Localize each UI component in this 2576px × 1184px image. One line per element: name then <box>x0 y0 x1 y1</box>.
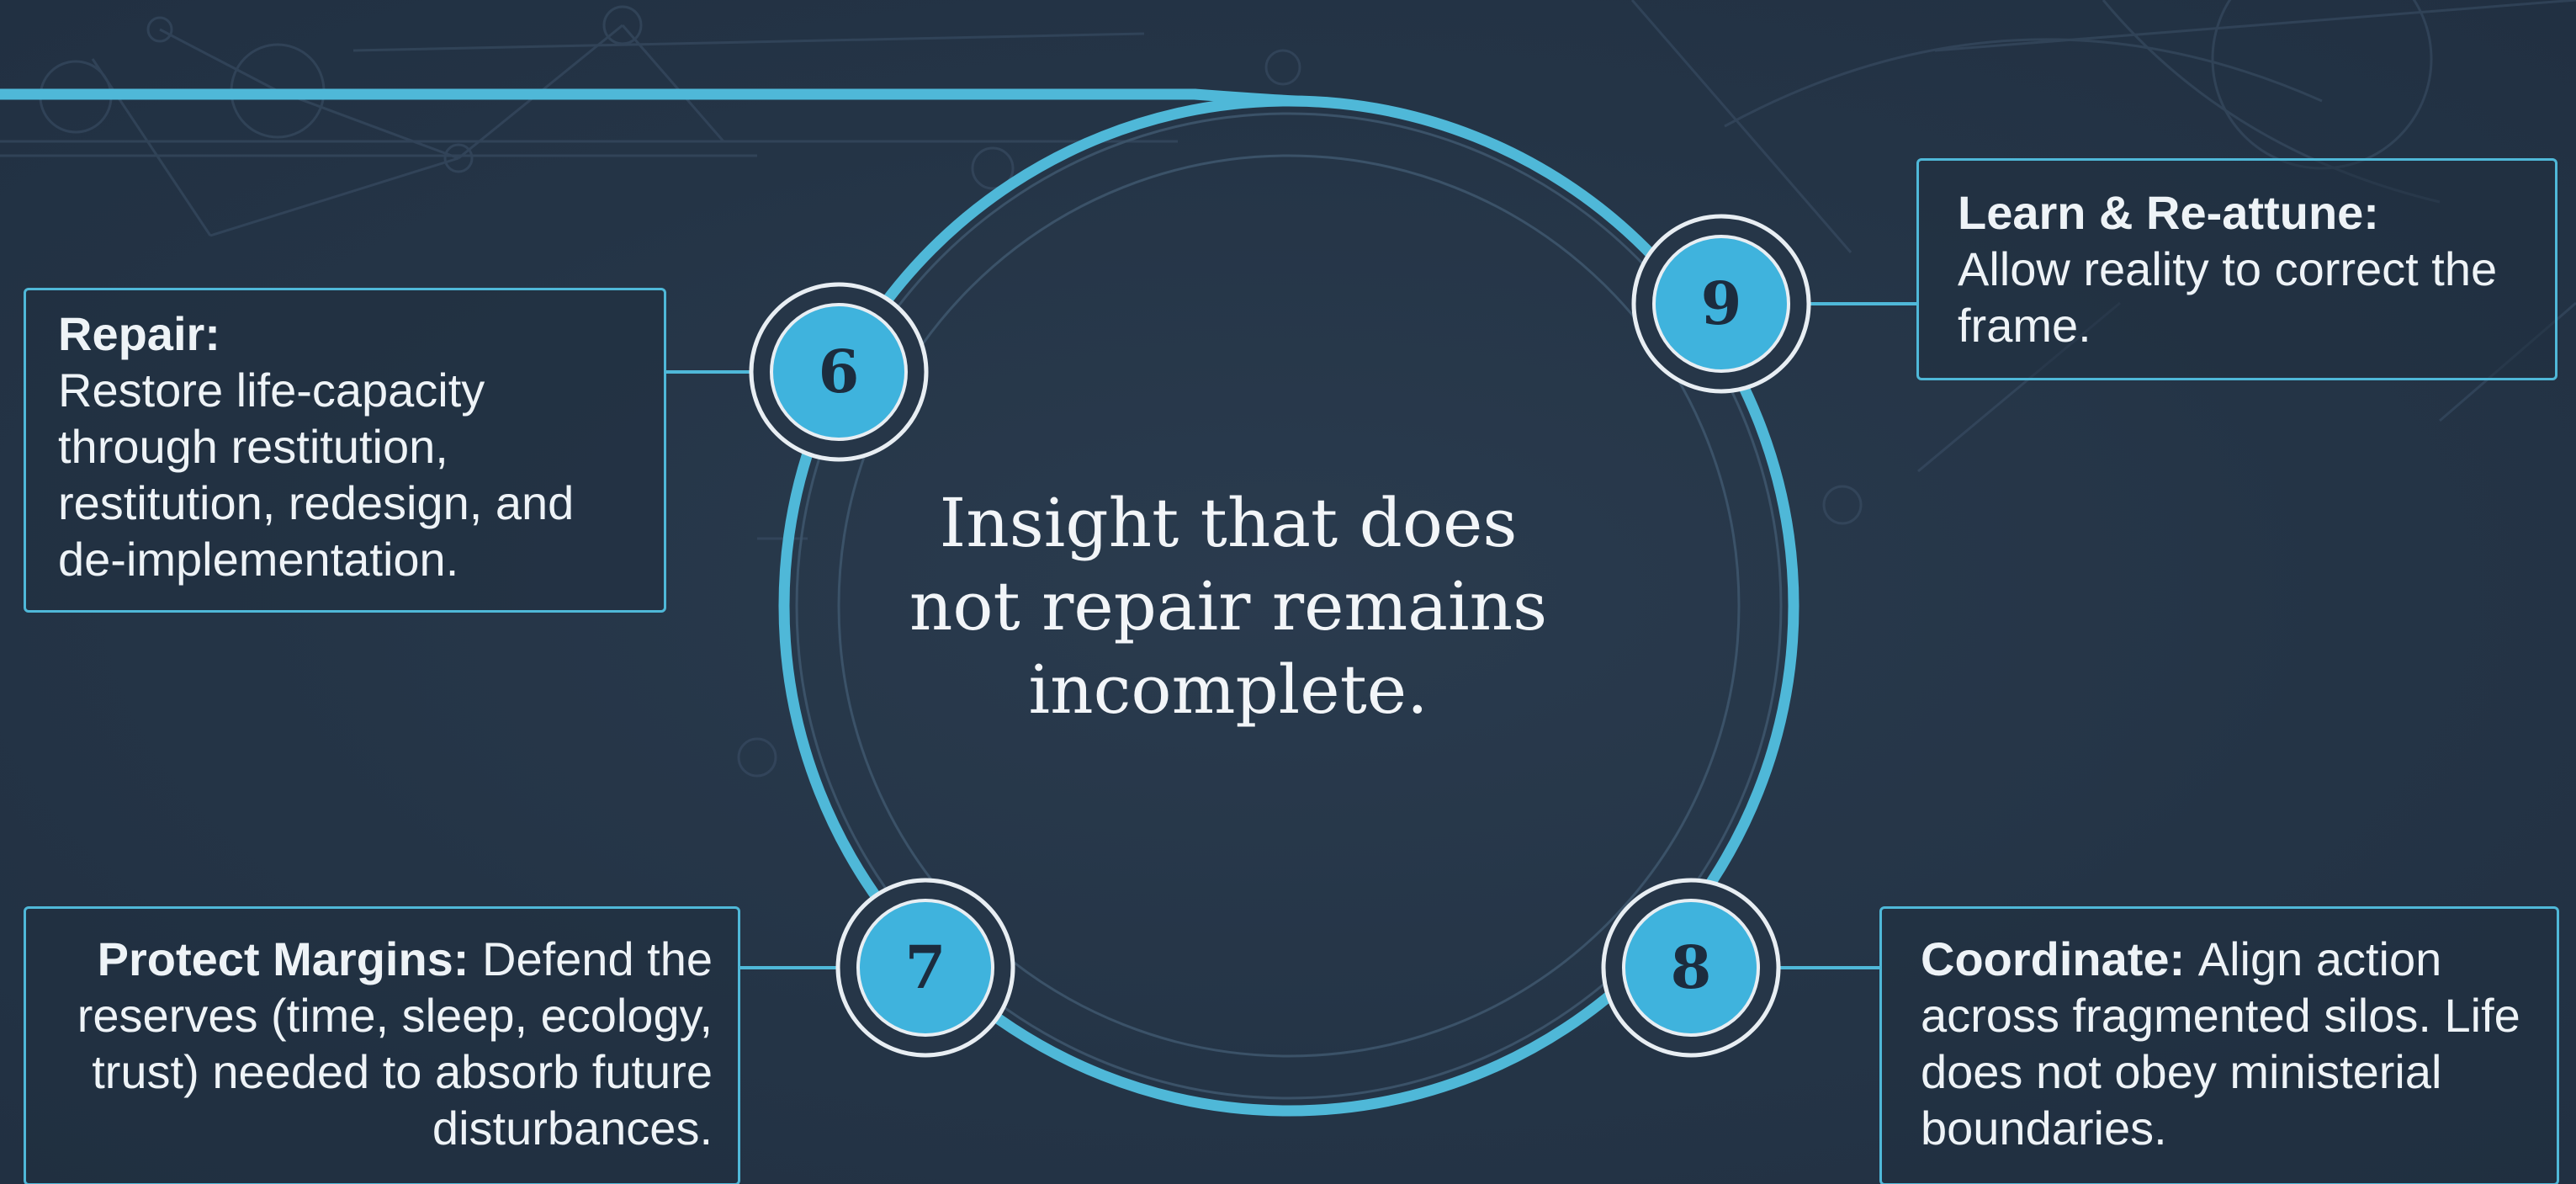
step-description-learn-reattune: Allow reality to correct the frame. <box>1958 242 2498 352</box>
step-description-repair: Restore life-capacity through restitutio… <box>58 364 575 586</box>
step-description-protect-margins: Defend the reserves (time, sleep, ecolog… <box>77 932 713 1155</box>
center-statement: Insight that does not repair remains inc… <box>909 484 1548 729</box>
box-connectors <box>666 302 1916 969</box>
step-box-protect-margins: Protect Margins: Defend the reserves (ti… <box>24 906 740 1184</box>
step-title-coordinate: Coordinate: <box>1921 932 2198 985</box>
header-connector-line <box>0 88 1301 107</box>
step-title-learn-reattune: Learn & Re-attune: <box>1958 186 2379 239</box>
node-8 <box>1601 878 1781 1058</box>
node-6 <box>749 282 929 462</box>
step-title-repair: Repair: <box>58 307 220 360</box>
node-8-number: 8 <box>1670 932 1712 1002</box>
node-6-number: 6 <box>818 337 860 406</box>
step-box-coordinate: Coordinate: Align action across fragment… <box>1879 906 2559 1184</box>
step-title-protect-margins: Protect Margins: <box>97 932 483 985</box>
node-7-number: 7 <box>904 932 946 1002</box>
node-9 <box>1631 214 1811 394</box>
cycle-ring <box>778 95 1799 1117</box>
step-box-learn-reattune: Learn & Re-attune: Allow reality to corr… <box>1916 158 2557 380</box>
node-7 <box>835 878 1015 1058</box>
step-description-coordinate: Align action across fragmented silos. Li… <box>1921 932 2520 1155</box>
step-box-repair: Repair: Restore life-capacity through re… <box>24 288 666 613</box>
node-9-number: 9 <box>1700 268 1742 338</box>
